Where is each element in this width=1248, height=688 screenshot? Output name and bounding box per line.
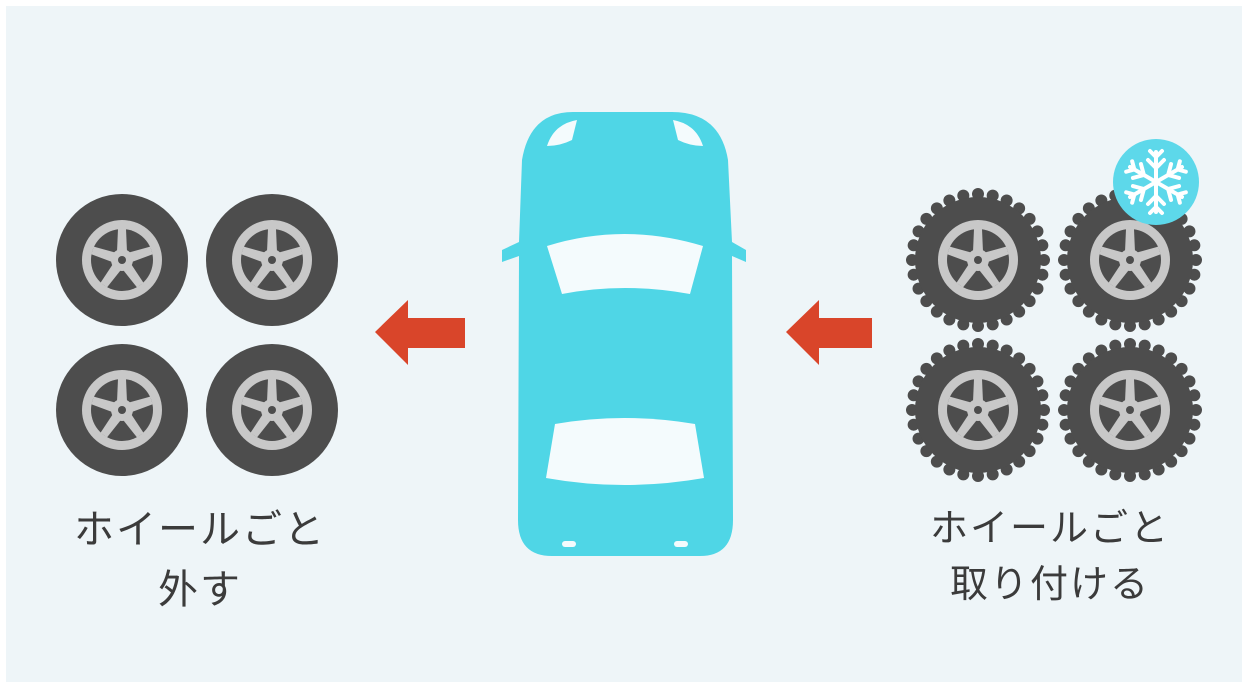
tire-icon xyxy=(56,194,188,326)
remove-caption: ホイールごと 外す xyxy=(20,500,380,620)
installed-tires-group xyxy=(906,188,1202,482)
arrow-left-icon xyxy=(786,300,872,365)
car-top-view-icon xyxy=(502,112,746,556)
tire-icon xyxy=(206,194,338,326)
install-caption-line2: 取り付ける xyxy=(949,562,1150,606)
studded-tire-icon xyxy=(906,338,1050,482)
install-caption-line1: ホイールごと xyxy=(929,506,1170,550)
tire-icon xyxy=(206,344,338,476)
remove-caption-line2: 外す xyxy=(158,567,242,613)
studded-tire-icon xyxy=(906,188,1050,332)
arrow-left-icon xyxy=(375,300,465,365)
remove-caption-line1: ホイールごと xyxy=(74,507,326,553)
studded-tire-icon xyxy=(1058,338,1202,482)
snowflake-icon xyxy=(1113,139,1199,225)
tire-icon xyxy=(56,344,188,476)
removed-tires-group xyxy=(56,194,338,476)
install-caption: ホイールごと 取り付ける xyxy=(870,500,1230,612)
